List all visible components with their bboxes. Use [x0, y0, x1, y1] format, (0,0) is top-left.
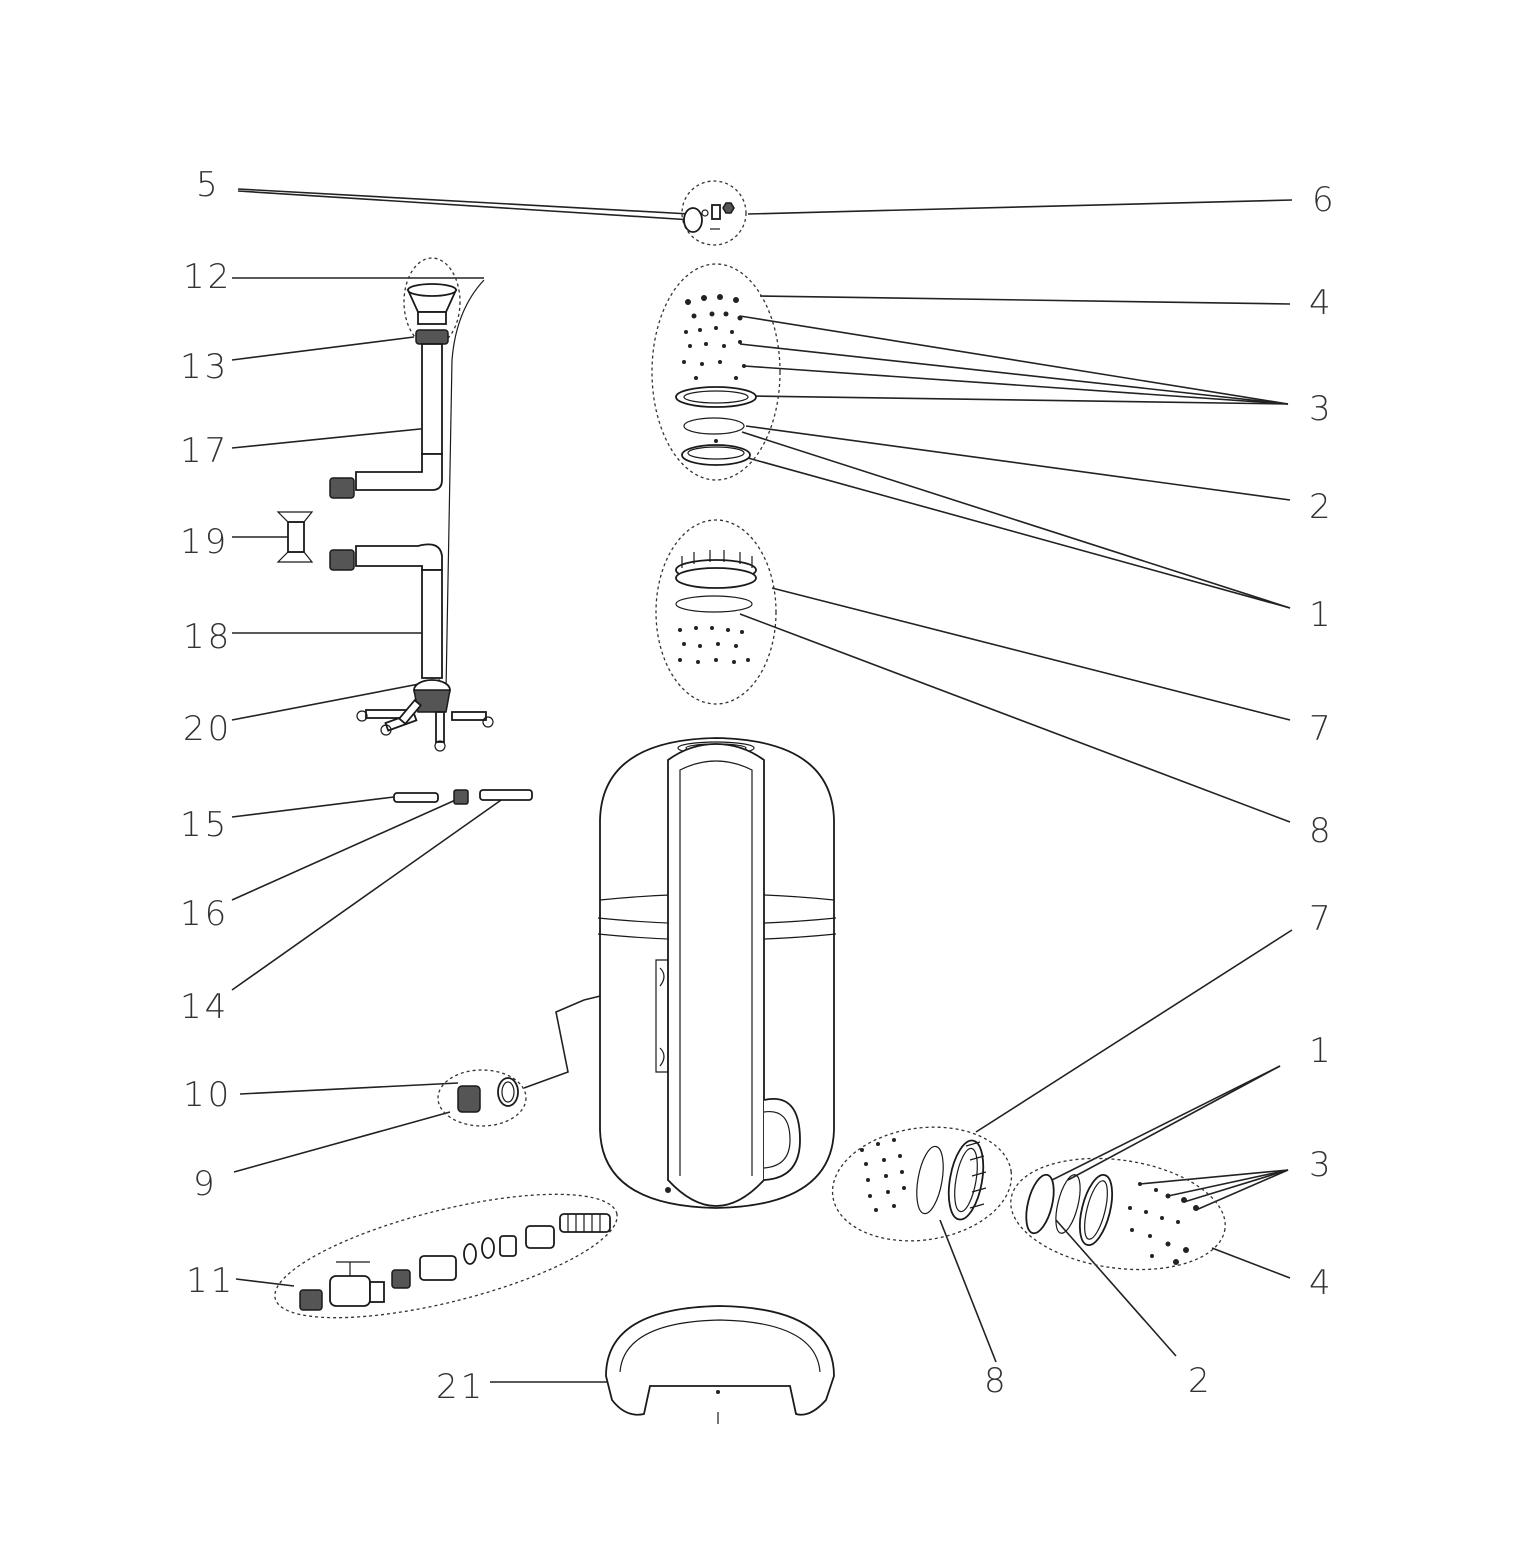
callout-19: 19: [180, 522, 229, 562]
callout-9: 9: [193, 1164, 218, 1204]
part-group-lid: [651, 263, 781, 481]
callout-1-side: 1: [1309, 1031, 1334, 1071]
callout-13: 13: [180, 347, 229, 387]
spare-laterals: [393, 789, 533, 805]
leader-lines: [231, 188, 1293, 1383]
callout-8-side: 8: [984, 1361, 1009, 1401]
callout-4-top: 4: [1309, 283, 1334, 323]
callout-4-side: 4: [1309, 1263, 1334, 1303]
callout-11: 11: [186, 1261, 235, 1301]
callout-8-top: 8: [1309, 811, 1334, 851]
side-lid-bolts: [1128, 1182, 1199, 1265]
callout-7-top: 7: [1309, 709, 1334, 749]
callout-10: 10: [183, 1075, 232, 1115]
callout-3-side: 3: [1309, 1145, 1334, 1185]
callout-3-top: 3: [1309, 389, 1334, 429]
callout-7-side: 7: [1309, 899, 1334, 939]
callout-6: 6: [1312, 180, 1337, 220]
callout-15: 15: [180, 805, 229, 845]
part-group-side-ring: [831, 1126, 1013, 1242]
part-group-11: [274, 1193, 618, 1319]
part-group-9-10: [437, 1069, 527, 1127]
callout-5: 5: [196, 165, 221, 205]
callout-20: 20: [183, 709, 232, 749]
callout-16: 16: [180, 894, 229, 934]
part-group-top-ring: [655, 519, 777, 705]
callout-17: 17: [180, 431, 229, 471]
part-group-5-6: [681, 180, 747, 246]
callout-labels: 5 6 12 4 13 3 17 2 19 1 18 7 20 15 8 16 …: [180, 165, 1337, 1407]
filter-tank: [597, 737, 837, 1209]
callout-1-top: 1: [1309, 595, 1334, 635]
top-ring-bolts: [678, 626, 750, 664]
internal-pipe-assembly: [276, 257, 494, 752]
callout-18: 18: [183, 617, 232, 657]
callout-21: 21: [436, 1367, 485, 1407]
part-group-side-lid: [1010, 1157, 1226, 1271]
side-ring-bolts: [860, 1138, 906, 1212]
callout-2-side: 2: [1188, 1361, 1213, 1401]
callout-2-top: 2: [1309, 487, 1334, 527]
callout-12: 12: [183, 257, 232, 297]
tank-base: [605, 1305, 835, 1424]
callout-14: 14: [180, 987, 229, 1027]
lid-bolts: [682, 294, 746, 380]
